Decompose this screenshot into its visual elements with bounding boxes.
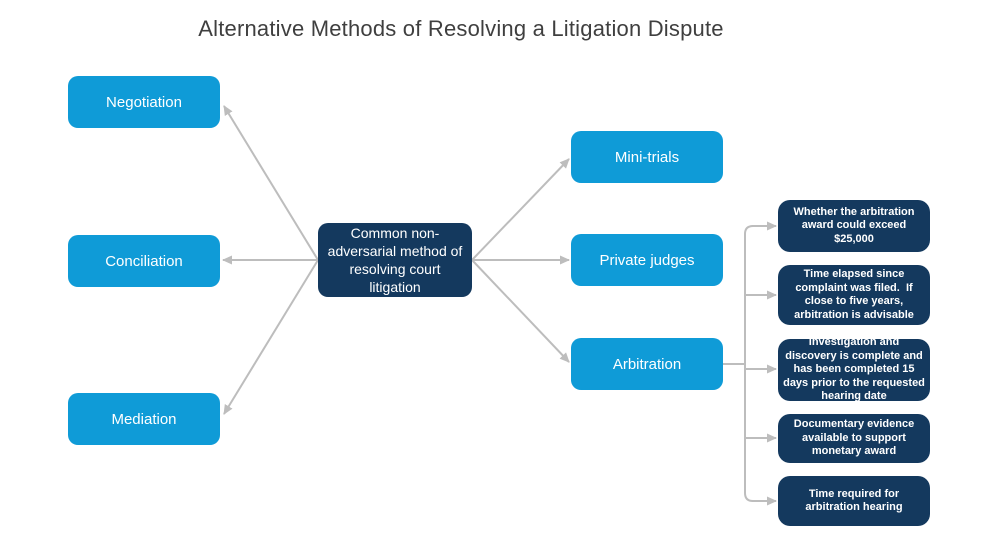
connector-center-to-mini-trials [471, 158, 570, 261]
node-conciliation[interactable]: Conciliation [68, 235, 220, 287]
node-negotiation[interactable]: Negotiation [68, 76, 220, 128]
node-mediation[interactable]: Mediation [68, 393, 220, 445]
factor-documentary-evidence[interactable]: Documentary evidence available to suppor… [778, 414, 930, 463]
node-arbitration[interactable]: Arbitration [571, 338, 723, 390]
connector-trunk [744, 225, 754, 502]
factor-time-elapsed[interactable]: Time elapsed since complaint was filed. … [778, 265, 930, 325]
diagram-title: Alternative Methods of Resolving a Litig… [198, 16, 724, 41]
factor-award-exceed[interactable]: Whether the arbitration award could exce… [778, 200, 930, 252]
connector-center-to-mediation [223, 259, 319, 415]
node-mini-trials[interactable]: Mini-trials [571, 131, 723, 183]
node-central-method[interactable]: Common non-adversarial method of resolvi… [318, 223, 472, 297]
factor-time-required[interactable]: Time required for arbitration hearing [778, 476, 930, 526]
connector-center-to-arbitration [471, 259, 570, 363]
connector-center-to-negotiation [223, 105, 319, 261]
node-private-judges[interactable]: Private judges [571, 234, 723, 286]
factor-investigation-discovery[interactable]: Investigation and discovery is complete … [778, 336, 930, 402]
